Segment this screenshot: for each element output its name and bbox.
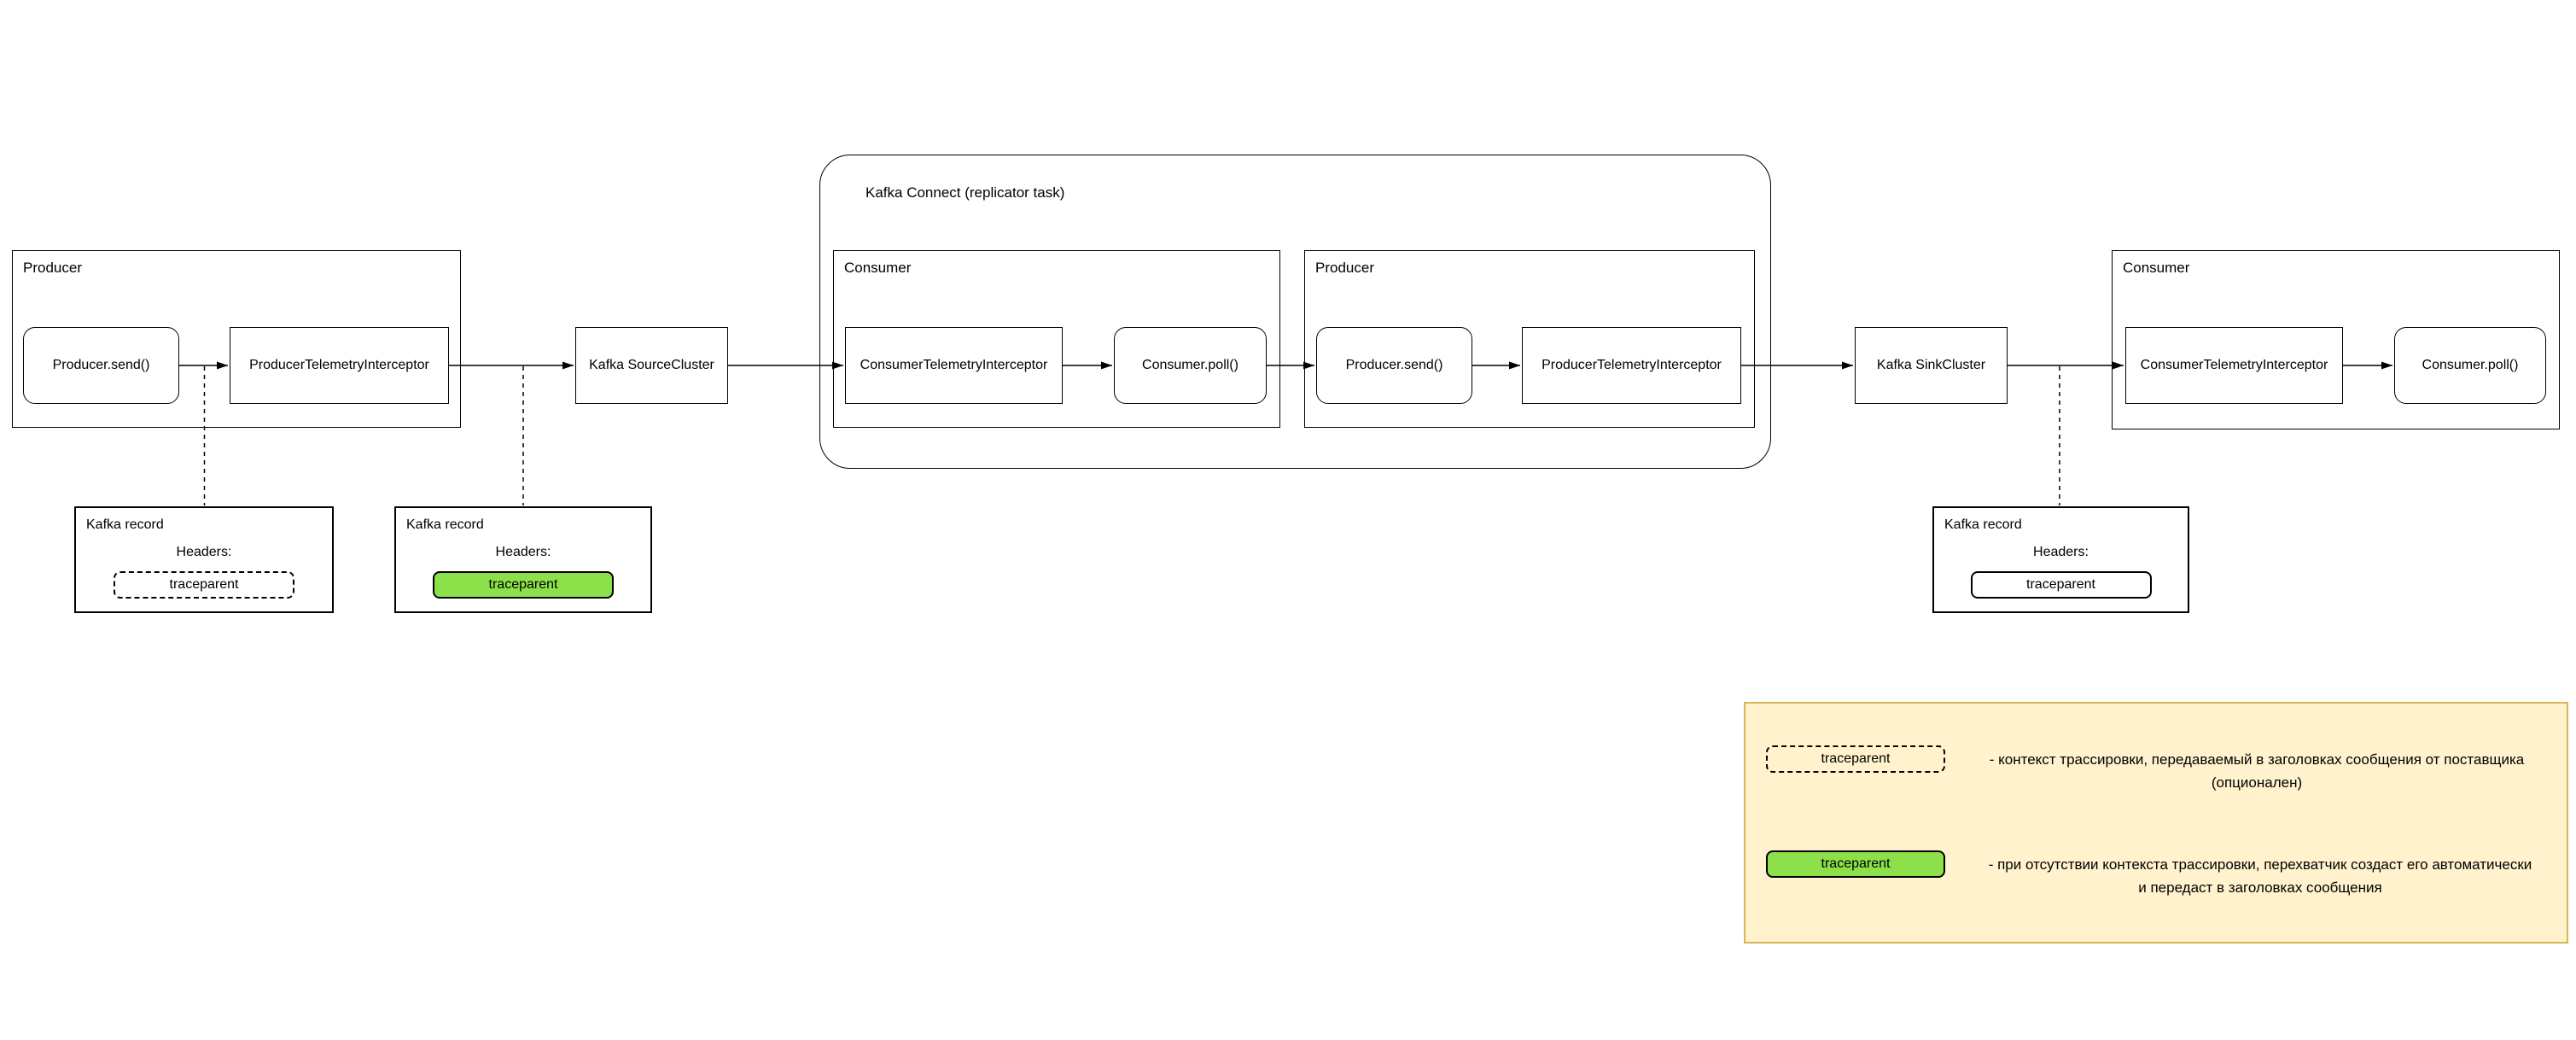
kafka-record-box-intercepted: Kafka record Headers: traceparent xyxy=(394,506,652,613)
consumer-group-right-label: Consumer xyxy=(2123,260,2190,276)
producer-telemetry-interceptor-node-kc: ProducerTelemetryInterceptor xyxy=(1522,327,1741,404)
kafka-record-headers-label: Headers: xyxy=(176,545,232,559)
producer-send-label: Producer.send() xyxy=(1345,358,1443,372)
kafka-sink-cluster-label: Kafka SinkCluster xyxy=(1876,358,1986,372)
legend-text-green: - при отсутствии контекста трассировки, … xyxy=(1988,856,2532,896)
producer-send-node-left: Producer.send() xyxy=(23,327,179,404)
legend-chip-green: traceparent xyxy=(1766,850,1945,878)
consumer-poll-label: Consumer.poll() xyxy=(1142,358,1238,372)
kafka-record-title: Kafka record xyxy=(86,517,164,532)
kafka-source-cluster-label: Kafka SourceCluster xyxy=(589,358,714,372)
kc-producer-group: Producer xyxy=(1304,250,1755,428)
producer-telemetry-interceptor-node-left: ProducerTelemetryInterceptor xyxy=(230,327,449,404)
traceparent-chip-label: traceparent xyxy=(169,577,239,592)
traceparent-chip-green: traceparent xyxy=(433,571,614,599)
kafka-source-cluster-node: Kafka SourceCluster xyxy=(575,327,728,404)
consumer-telemetry-interceptor-node-right: ConsumerTelemetryInterceptor xyxy=(2125,327,2343,404)
legend-chip-dashed: traceparent xyxy=(1766,745,1945,773)
kafka-record-title: Kafka record xyxy=(406,517,484,532)
kafka-connect-label: Kafka Connect (replicator task) xyxy=(865,184,1065,201)
kafka-record-headers-label: Headers: xyxy=(495,545,551,559)
consumer-interceptor-label: ConsumerTelemetryInterceptor xyxy=(860,358,1048,372)
consumer-telemetry-interceptor-node-kc: ConsumerTelemetryInterceptor xyxy=(845,327,1063,404)
kafka-record-headers-label: Headers: xyxy=(2033,545,2089,559)
producer-group-left-label: Producer xyxy=(23,260,82,276)
legend-box: traceparent - контекст трассировки, пере… xyxy=(1744,702,2568,944)
legend-chip-dashed-label: traceparent xyxy=(1821,751,1891,766)
consumer-poll-node-kc: Consumer.poll() xyxy=(1114,327,1267,404)
consumer-group-right: Consumer xyxy=(2112,250,2560,429)
traceparent-chip-solid: traceparent xyxy=(1970,571,2152,599)
producer-send-label: Producer.send() xyxy=(52,358,150,372)
kafka-record-box-sink: Kafka record Headers: traceparent xyxy=(1932,506,2189,613)
kc-producer-group-label: Producer xyxy=(1315,260,1374,276)
traceparent-chip-label: traceparent xyxy=(2026,577,2095,592)
producer-interceptor-label: ProducerTelemetryInterceptor xyxy=(249,358,429,372)
kc-consumer-group: Consumer xyxy=(833,250,1280,428)
producer-interceptor-label: ProducerTelemetryInterceptor xyxy=(1542,358,1722,372)
legend-chip-green-label: traceparent xyxy=(1821,856,1891,871)
kc-consumer-group-label: Consumer xyxy=(844,260,912,276)
consumer-poll-node-right: Consumer.poll() xyxy=(2394,327,2546,404)
traceparent-chip-label: traceparent xyxy=(488,577,558,592)
kafka-record-title: Kafka record xyxy=(1944,517,2022,532)
kafka-record-box-source: Kafka record Headers: traceparent xyxy=(74,506,334,613)
consumer-poll-label: Consumer.poll() xyxy=(2422,358,2519,372)
producer-send-node-kc: Producer.send() xyxy=(1316,327,1472,404)
kafka-connect-container: Kafka Connect (replicator task) xyxy=(819,155,1771,469)
consumer-interceptor-label: ConsumerTelemetryInterceptor xyxy=(2140,358,2328,372)
kafka-sink-cluster-node: Kafka SinkCluster xyxy=(1855,327,2008,404)
producer-group-left: Producer xyxy=(12,250,461,428)
legend-text-dashed: - контекст трассировки, передаваемый в з… xyxy=(1989,751,2525,791)
traceparent-chip-dashed: traceparent xyxy=(114,571,294,599)
